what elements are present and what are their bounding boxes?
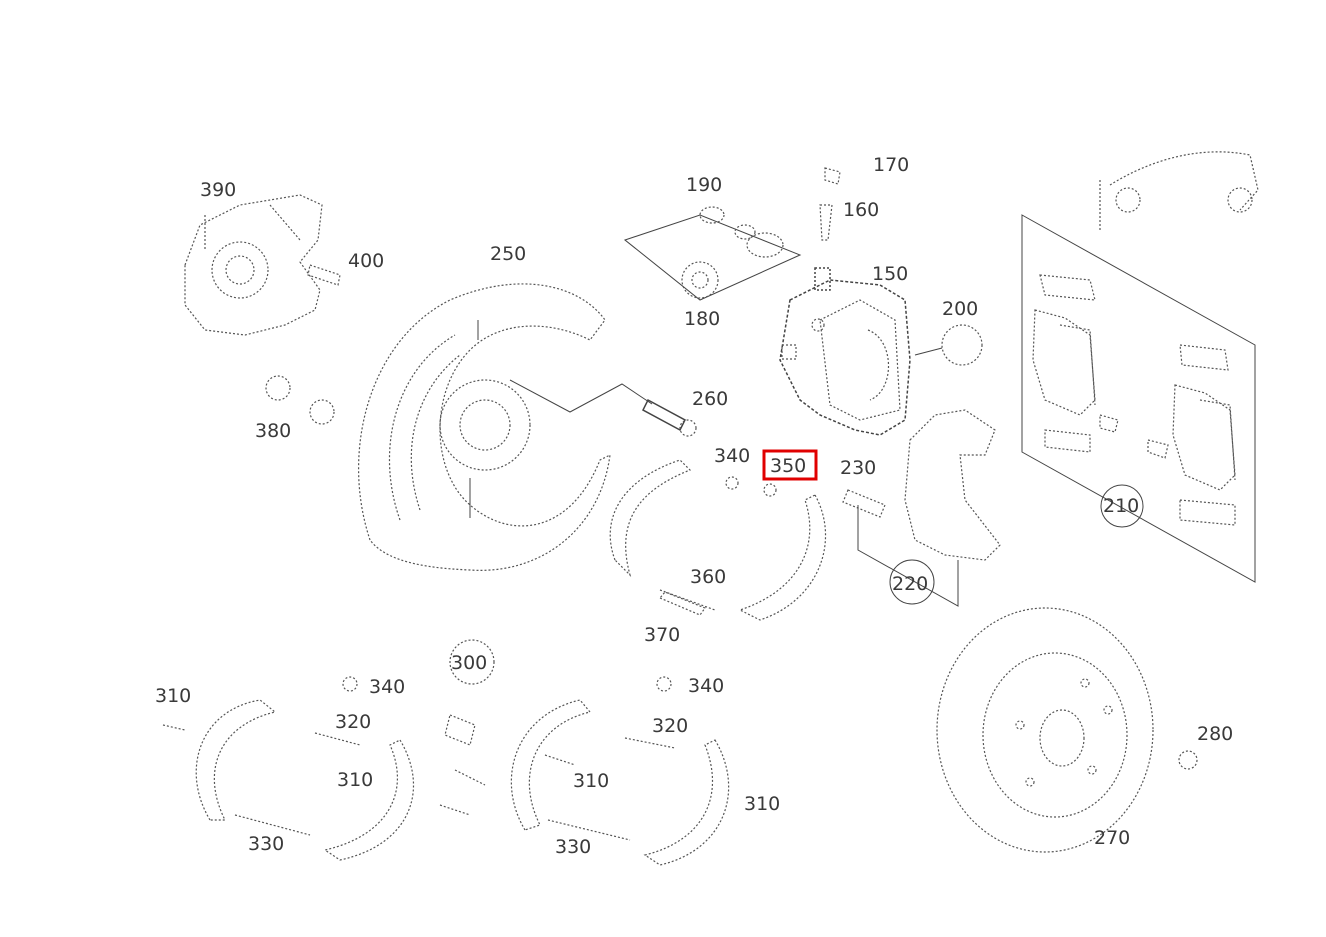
label-400[interactable]: 400 (348, 250, 384, 272)
bolt-260[interactable] (642, 398, 697, 437)
label-160[interactable]: 160 (843, 199, 879, 221)
guide-bolt-230[interactable] (842, 489, 886, 518)
label-280[interactable]: 280 (1197, 723, 1233, 745)
brake-shoe-310-left[interactable] (162, 699, 277, 821)
seal-180[interactable] (681, 261, 719, 299)
bolt-280[interactable] (1178, 750, 1198, 770)
label-270[interactable]: 270 (1094, 827, 1130, 849)
spring-330-left[interactable] (234, 814, 311, 836)
label-150[interactable]: 150 (872, 263, 908, 285)
label-360[interactable]: 360 (690, 566, 726, 588)
washer-380[interactable] (265, 375, 335, 425)
wheel-hub-assembly[interactable] (184, 194, 323, 336)
label-200[interactable]: 200 (942, 298, 978, 320)
label-320-a[interactable]: 320 (335, 711, 371, 733)
label-250[interactable]: 250 (490, 243, 526, 265)
bleeder-screw-160[interactable] (819, 204, 833, 241)
pin-340-right[interactable] (656, 676, 672, 692)
highlight-box-350 (762, 449, 818, 481)
label-220[interactable]: 220 (892, 573, 928, 595)
label-340-a[interactable]: 340 (714, 445, 750, 467)
label-300[interactable]: 300 (451, 652, 487, 674)
parking-brake-shoe-360[interactable] (609, 459, 827, 621)
brake-hose[interactable] (1099, 151, 1259, 230)
pin-340-top[interactable] (725, 476, 739, 490)
callout-circle-210 (1100, 484, 1144, 528)
label-340-c[interactable]: 340 (688, 675, 724, 697)
bleeder-cap-170[interactable] (824, 167, 841, 185)
brake-shoe-310-mid-left[interactable] (323, 739, 415, 861)
label-310-b[interactable]: 310 (337, 769, 373, 791)
spring-310-center[interactable] (544, 754, 576, 766)
label-340-b[interactable]: 340 (369, 676, 405, 698)
label-350[interactable]: 350 (770, 455, 806, 477)
repair-kit-190[interactable] (623, 206, 802, 301)
label-190[interactable]: 190 (686, 174, 722, 196)
hub-bolt-400[interactable] (307, 264, 341, 286)
adjuster-300[interactable] (439, 639, 495, 816)
label-230[interactable]: 230 (840, 457, 876, 479)
label-210[interactable]: 210 (1103, 495, 1139, 517)
label-180[interactable]: 180 (684, 308, 720, 330)
callout-circle-220 (889, 559, 935, 605)
spring-320-left[interactable] (314, 732, 361, 746)
label-370[interactable]: 370 (644, 624, 680, 646)
brake-caliper-150[interactable] (779, 267, 911, 436)
brake-pad-set-210[interactable] (1021, 214, 1256, 583)
caliper-carrier[interactable] (904, 409, 1001, 561)
label-310-a[interactable]: 310 (155, 685, 191, 707)
label-260[interactable]: 260 (692, 388, 728, 410)
cap-200[interactable] (914, 324, 983, 366)
label-320-b[interactable]: 320 (652, 715, 688, 737)
spring-370[interactable] (659, 591, 706, 616)
clip-350[interactable] (763, 483, 777, 497)
brake-disc-270[interactable] (936, 607, 1154, 853)
label-380[interactable]: 380 (255, 420, 291, 442)
label-170[interactable]: 170 (873, 154, 909, 176)
brake-shoe-310-right[interactable] (643, 739, 730, 866)
backing-plate[interactable] (358, 283, 653, 571)
label-390[interactable]: 390 (200, 179, 236, 201)
brake-shoe-310-mid-right[interactable] (510, 699, 592, 831)
bolt-set-220[interactable] (857, 505, 959, 607)
label-330-b[interactable]: 330 (555, 836, 591, 858)
label-310-d[interactable]: 310 (744, 793, 780, 815)
label-330-a[interactable]: 330 (248, 833, 284, 855)
label-310-c[interactable]: 310 (573, 770, 609, 792)
pin-340-left[interactable] (342, 676, 358, 692)
spring-320-right[interactable] (624, 737, 676, 749)
